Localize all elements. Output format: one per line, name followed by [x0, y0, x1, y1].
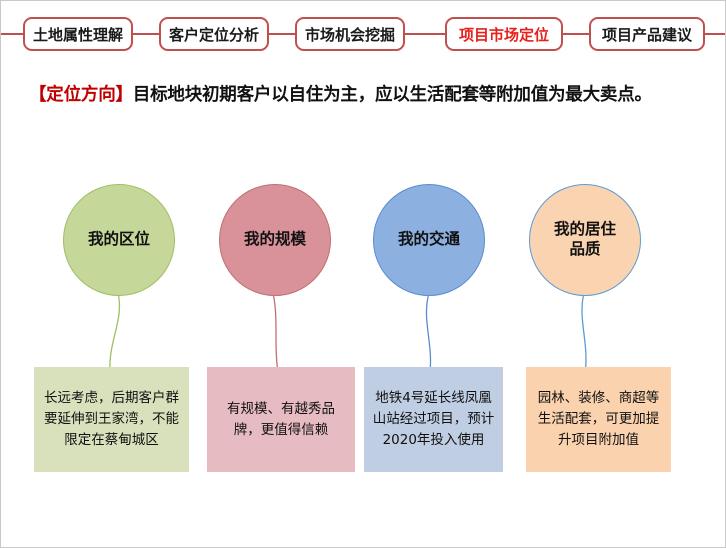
nav-item-label: 市场机会挖掘 — [304, 25, 395, 44]
balloon-transport[interactable]: 我的交通 — [373, 184, 485, 296]
nav-item-label: 土地属性理解 — [32, 25, 123, 44]
balloon-location[interactable]: 我的区位 — [63, 184, 175, 296]
caption-text: 有规模、有越秀品牌，更值得信赖 — [227, 400, 335, 438]
nav-item-label: 项目产品建议 — [601, 25, 692, 44]
balloon-living-quality[interactable]: 我的居住 品质 — [529, 184, 641, 296]
nav-item-land-attribute[interactable]: 土地属性理解 — [23, 17, 133, 51]
balloon-label: 我的居住 品质 — [553, 220, 616, 258]
nav-item-market-opportunity[interactable]: 市场机会挖掘 — [295, 17, 405, 51]
headline-text: 目标地块初期客户以自住为主，应以生活配套等附加值为最大卖点。 — [132, 85, 652, 105]
nav-item-customer-position[interactable]: 客户定位分析 — [159, 17, 269, 51]
balloon-label: 我的规模 — [243, 230, 306, 249]
process-nav: 土地属性理解 客户定位分析 市场机会挖掘 项目市场定位 项目产品建议 — [1, 17, 725, 55]
headline-bracket: 【定位方向】 — [29, 85, 133, 105]
nav-item-product-proposal[interactable]: 项目产品建议 — [589, 17, 705, 51]
caption-box-living-quality: 园林、装修、商超等生活配套，可更加提升项目附加值 — [526, 367, 671, 472]
caption-box-location: 长远考虑，后期客户群要延伸到王家湾，不能限定在蔡甸城区 — [34, 367, 189, 472]
nav-connector-lines — [1, 33, 725, 35]
nav-item-project-market-position[interactable]: 项目市场定位 — [445, 17, 563, 51]
balloon-label: 我的区位 — [87, 230, 150, 249]
caption-box-transport: 地铁4号延长线凤凰山站经过项目，预计2020年投入使用 — [364, 367, 503, 472]
nav-item-label: 客户定位分析 — [168, 25, 259, 44]
caption-text: 地铁4号延长线凤凰山站经过项目，预计2020年投入使用 — [372, 390, 495, 448]
headline: 【定位方向】目标地块初期客户以自住为主，应以生活配套等附加值为最大卖点。 — [29, 81, 709, 106]
caption-text: 长远考虑，后期客户群要延伸到王家湾，不能限定在蔡甸城区 — [44, 390, 179, 448]
caption-box-scale: 有规模、有越秀品牌，更值得信赖 — [207, 367, 355, 472]
balloon-scale[interactable]: 我的规模 — [219, 184, 331, 296]
caption-text: 园林、装修、商超等生活配套，可更加提升项目附加值 — [537, 390, 660, 448]
nav-item-label: 项目市场定位 — [458, 25, 549, 44]
balloon-label: 我的交通 — [397, 230, 460, 249]
